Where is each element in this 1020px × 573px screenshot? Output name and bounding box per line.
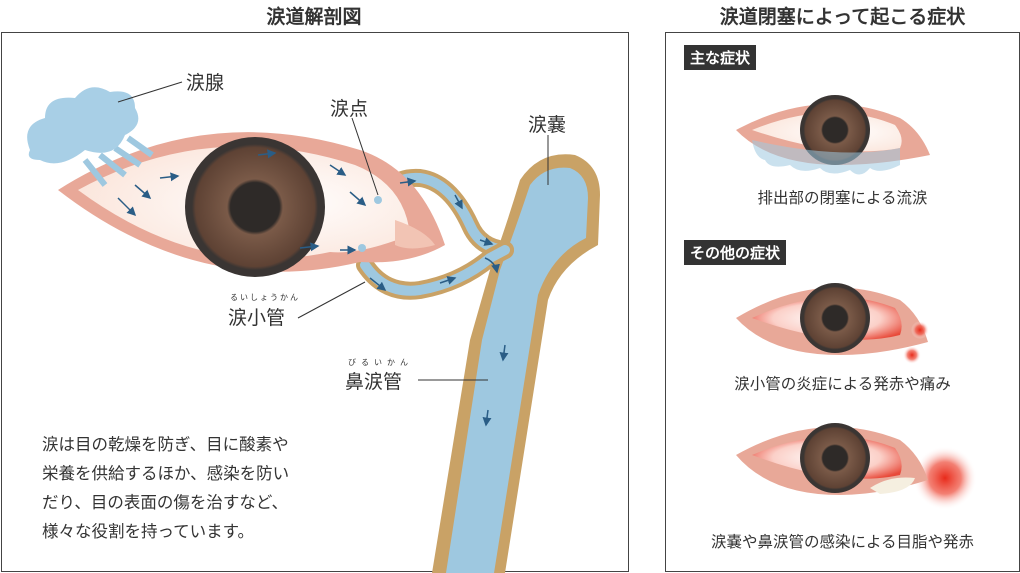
- anatomy-title: 涙道解剖図: [266, 6, 362, 28]
- tear-flow-arrows: [117, 149, 509, 427]
- description-line: 栄養を供給するほか、感染を防い: [42, 464, 290, 483]
- label-canaliculus: 涙小管: [228, 307, 286, 329]
- label-lacrimal-gland: 涙腺: [186, 72, 225, 94]
- main-symptom-caption: 排出部の閉塞による流涙: [757, 189, 928, 207]
- description: 涙は目の乾燥を防ぎ、目に酸素や 栄養を供給するほか、感染を防い だり、目の表面の…: [42, 430, 289, 546]
- symptoms-title: 涙道閉塞によって起こる症状: [719, 6, 966, 28]
- description-line: 様々な役割を持っています。: [42, 522, 255, 541]
- main-symptom-badge: 主な症状: [684, 45, 757, 70]
- description-line: 涙は目の乾燥を防ぎ、目に酸素や: [42, 435, 289, 454]
- symptom-eye-tearing: [736, 95, 930, 175]
- label-nasolacrimal-duct: 鼻涙管: [345, 371, 403, 393]
- other-symptom-caption: 涙嚢や鼻涙管の感染による目脂や発赤: [710, 533, 975, 551]
- symptom-eye-dacryocystitis: [736, 423, 977, 510]
- lacrimal-gland-icon: [27, 87, 154, 187]
- description-line: だり、目の表面の傷を治すなど、: [42, 493, 289, 512]
- ruby-nasolacrimal-duct: びるいかん: [348, 358, 413, 367]
- label-punctum: 涙点: [330, 98, 369, 120]
- ruby-canaliculus: るいしょうかん: [230, 293, 300, 302]
- symptom-eye-canaliculitis: [736, 283, 929, 364]
- anatomy-eye: [58, 132, 445, 277]
- other-symptom-caption: 涙小管の炎症による発赤や痛み: [734, 375, 951, 393]
- leader-lines: [117, 81, 549, 381]
- other-symptom-badge: その他の症状: [684, 240, 787, 265]
- label-lacrimal-sac: 涙嚢: [528, 114, 567, 136]
- lacrimal-sac-duct: [432, 154, 600, 573]
